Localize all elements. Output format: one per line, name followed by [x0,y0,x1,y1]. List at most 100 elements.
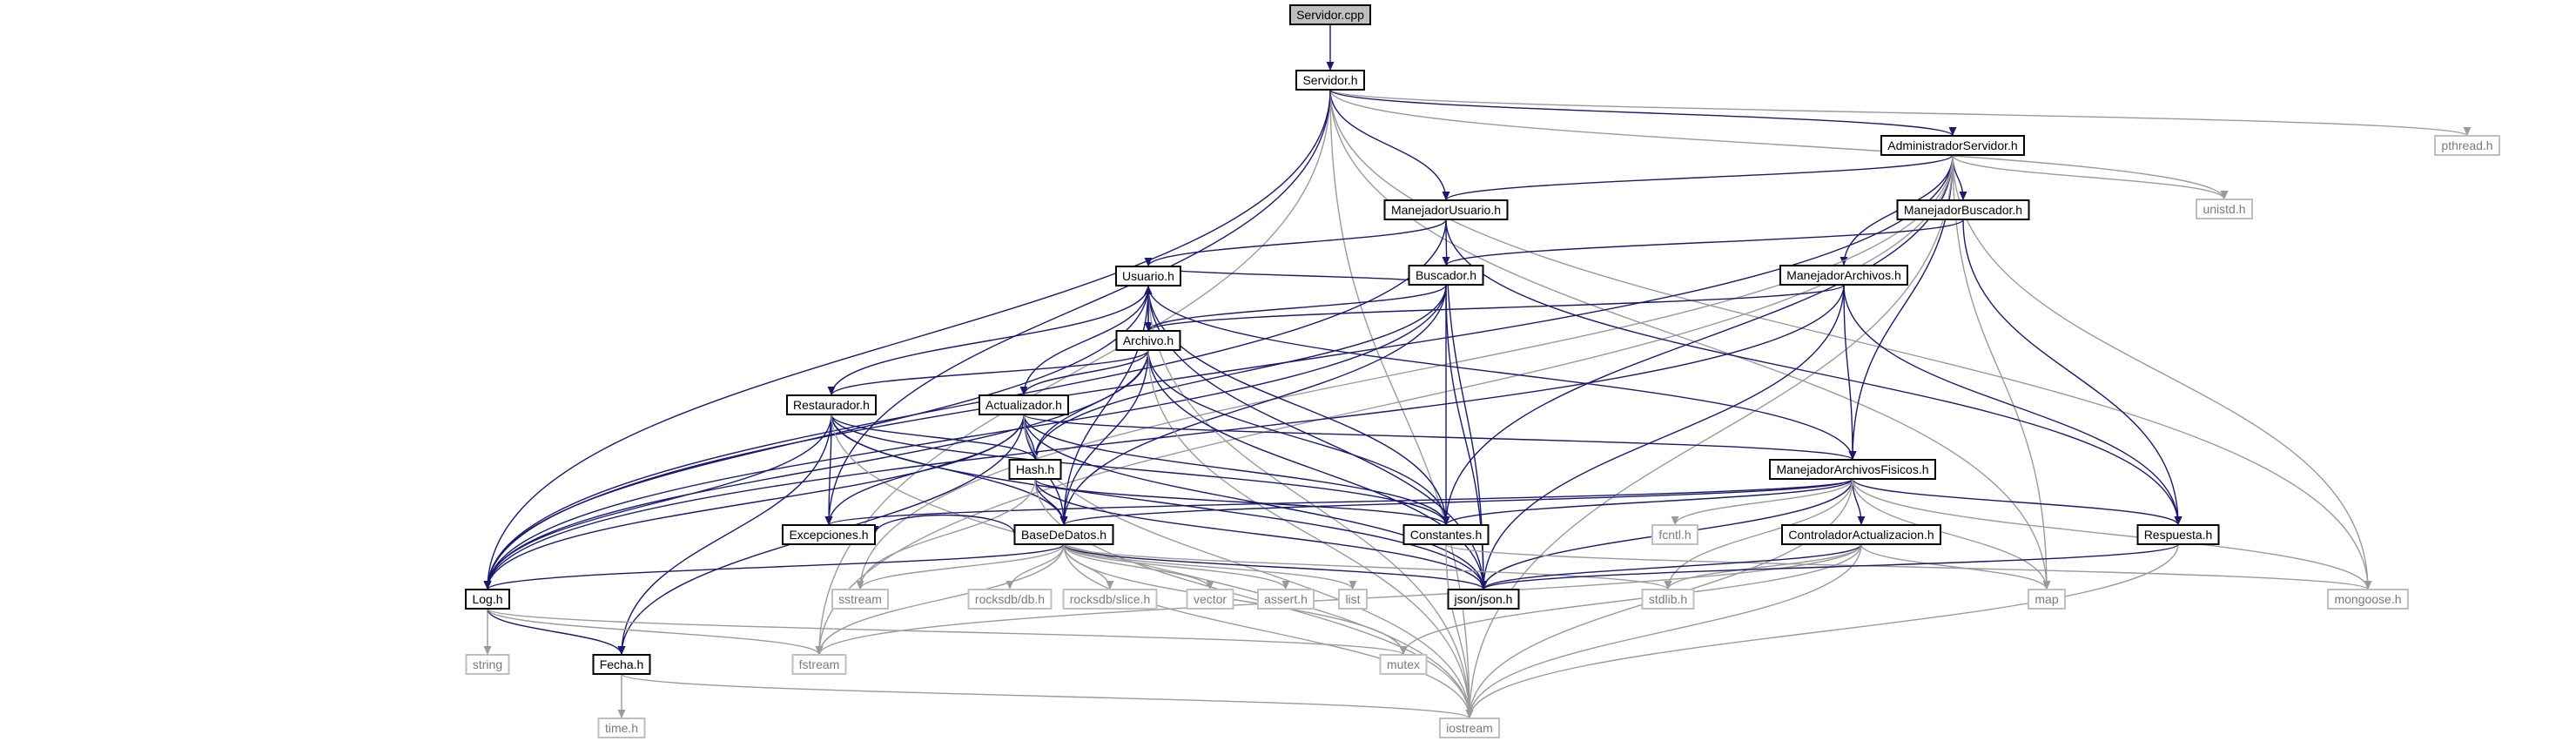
node-actualizador[interactable]: Actualizador.h [979,394,1069,415]
edge-restaurador-to-hash [831,414,1036,461]
node-box [1781,524,1941,545]
edge-restaurador-to-constantes [831,414,1447,526]
node-constantes[interactable]: Constantes.h [1402,524,1490,545]
node-timeh: time.h [597,718,646,738]
node-map: map [2028,589,2066,610]
edge-controlador-to-map [1860,543,2048,590]
node-excepciones[interactable]: Excepciones.h [782,524,876,545]
edge-marchivos-to-archivo [1147,284,1845,332]
node-rocksdb-slice: rocksdb/slice.h [1062,589,1158,610]
edge-basedatos-to-list [1063,543,1354,590]
arrowhead [1442,516,1450,525]
edges-layer [483,24,2472,719]
arrowhead [815,646,824,655]
arrowhead [1465,710,1474,718]
edge-hash-to-iostream [1034,478,1470,719]
edge-mafisicos-to-basedatos [1063,478,1853,526]
node-label: ManejadorArchivos.h [1786,268,1901,282]
node-box [1295,70,1365,91]
edge-mafisicos-to-excepciones [828,478,1853,526]
node-box [1651,524,1698,545]
edge-admin-to-map [1952,154,2048,590]
edge-controlador-to-mutex [1402,543,1862,656]
node-hash[interactable]: Hash.h [1008,459,1062,480]
arrowhead [617,710,626,718]
edge-mbuscador-to-respuesta [1962,219,2179,526]
arrowhead [1959,192,1967,200]
edge-restaurador-to-usuario [831,285,1149,396]
edge-log-to-fecha [487,608,622,656]
node-box [1447,589,1520,610]
arrowhead [1671,516,1679,525]
node-label: Excepciones.h [789,528,868,542]
edge-basedatos-to-assert [1063,543,1287,590]
arrowhead [1059,516,1068,525]
edge-basedatos-to-stdlib [1063,543,1669,590]
node-servidor-cpp[interactable]: Servidor.cpp [1289,4,1371,25]
edge-basedatos-to-log [487,543,1065,590]
edge-marchivos-to-json [1483,284,1845,590]
node-stdlib: stdlib.h [1641,589,1695,610]
node-mafisicos[interactable]: ManejadorArchivosFisicos.h [1769,459,1936,480]
node-sstream: sstream [831,589,889,610]
node-box [592,654,651,675]
node-box [1880,135,2025,156]
node-pthread: pthread.h [2434,135,2500,156]
node-respuesta[interactable]: Respuesta.h [2136,524,2220,545]
node-buscador[interactable]: Buscador.h [1408,265,1484,286]
edge-servidor_h-to-unistd [1329,89,2225,200]
node-box [791,654,847,675]
node-musuario[interactable]: ManejadorUsuario.h [1383,199,1509,220]
node-archivo[interactable]: Archivo.h [1115,330,1181,351]
node-mbuscador[interactable]: ManejadorBuscador.h [1896,199,2030,220]
edge-mafisicos-to-fcntl [1674,478,1853,526]
node-admin[interactable]: AdministradorServidor.h [1880,135,2025,156]
edge-marchivos-to-mafisicos [1843,284,1853,461]
edge-constantes-to-iostream [1445,543,1470,719]
node-log[interactable]: Log.h [465,589,510,610]
edge-basedatos-to-vector [1063,543,1211,590]
edge-restaurador-to-iostream [831,414,1470,719]
edge-basedatos-to-json [1063,543,1484,590]
edge-servidor_h-to-mongoose [1329,89,2369,590]
node-json[interactable]: json/json.h [1447,589,1520,610]
node-box [1257,589,1315,610]
edge-actualizador-to-log [487,414,1025,590]
node-box [2196,199,2253,219]
edge-buscador-to-basedatos [1063,284,1447,526]
node-label: mongoose.h [2334,592,2401,606]
edge-hash-to-json [1034,478,1484,590]
node-marchivos[interactable]: ManejadorArchivos.h [1779,265,1908,286]
edge-controlador-to-json [1483,543,1862,590]
edge-musuario-to-log [487,219,1447,590]
node-usuario[interactable]: Usuario.h [1115,266,1181,286]
node-label: string [473,657,502,671]
node-restaurador[interactable]: Restaurador.h [786,394,877,415]
node-basedatos[interactable]: BaseDeDatos.h [1013,524,1114,545]
node-servidor-h[interactable]: Servidor.h [1295,70,1365,91]
arrowhead [1206,581,1214,590]
edge-mafisicos-to-stdlib [1667,478,1853,590]
edge-admin-to-musuario [1445,154,1954,201]
edge-servidor_h-to-musuario [1329,89,1447,201]
arrowhead [1442,192,1450,200]
arrowhead [1144,258,1153,266]
edge-admin-to-sstream [859,154,1954,590]
node-label: unistd.h [2203,202,2245,216]
node-box [831,589,889,610]
arrowhead [1857,516,1866,525]
node-fecha[interactable]: Fecha.h [592,654,651,675]
node-label: Servidor.h [1302,73,1357,87]
edge-respuesta-to-iostream [1469,543,2179,719]
edge-restaurador-to-fecha [621,414,832,656]
node-box [1408,265,1484,286]
node-fcntl: fcntl.h [1651,524,1698,545]
edge-servidor_h-to-fstream [818,89,1331,656]
edge-respuesta-to-json [1483,543,2179,590]
node-label: Hash.h [1016,462,1054,476]
node-mongoose: mongoose.h [2327,589,2409,610]
node-label: rocksdb/slice.h [1070,592,1151,606]
node-controlador[interactable]: ControladorActualizacion.h [1781,524,1941,545]
node-box [1008,459,1062,480]
